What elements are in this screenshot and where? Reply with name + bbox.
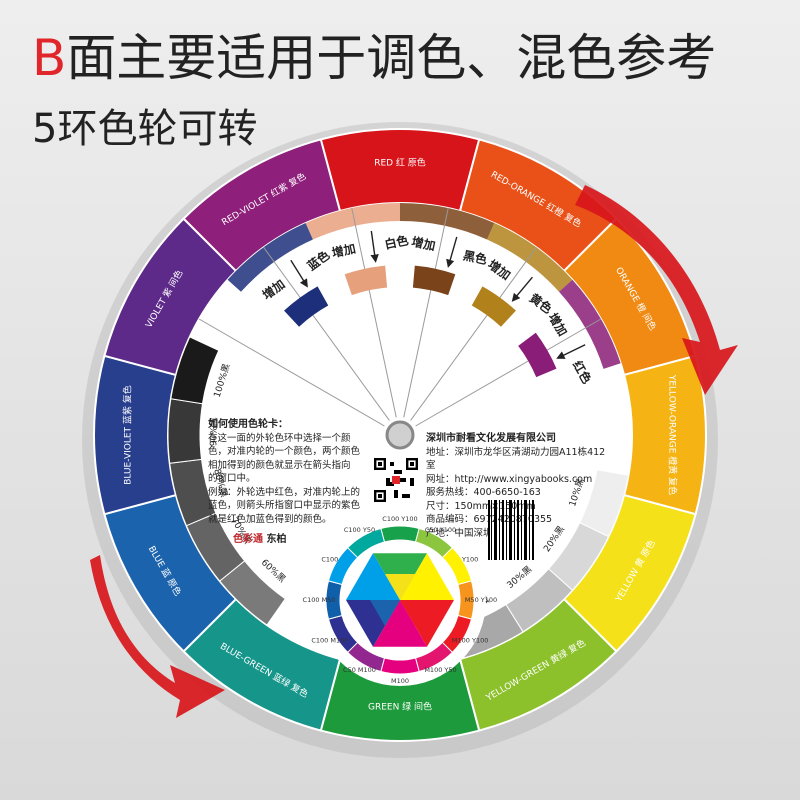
mix-window — [284, 286, 329, 327]
publisher-line: 产地：中国深圳 — [426, 527, 493, 539]
inner-ring-label: C100 — [321, 556, 338, 564]
rotate-arrows — [90, 185, 738, 718]
spoke-line — [415, 318, 602, 427]
spoke-line — [263, 247, 390, 421]
pivot-rivet[interactable] — [385, 420, 415, 450]
window-arrow — [446, 236, 458, 268]
spoke-line — [403, 207, 449, 418]
outer-ring-label: RED 红 原色 — [374, 157, 426, 169]
inner-ring-label: M100 — [391, 677, 409, 685]
window-tint — [227, 223, 313, 292]
inner-ring-label: M100 Y100 — [452, 637, 488, 645]
window-tint — [400, 203, 495, 240]
center-hexagon — [346, 553, 454, 647]
inner-ring-label: Y100 — [461, 556, 478, 564]
gray-scale-label: 90%黑 — [208, 417, 220, 446]
spokes — [198, 207, 602, 427]
outer-ring-segment[interactable] — [622, 354, 707, 516]
subline: 5环色轮可转 — [32, 106, 258, 152]
gray-scale-step — [170, 336, 220, 405]
inner-ring-label: C50 M100 — [343, 666, 376, 674]
mix-window — [471, 286, 516, 327]
publisher-line: 网址：http://www.xingyabooks.com — [426, 473, 593, 485]
instructions-line: 在这一面的外轮色环中选择一个颜 — [208, 432, 351, 444]
inner-ring-label: M50 Y100 — [465, 596, 497, 604]
inner-ring-label: C100 Y50 — [344, 526, 375, 534]
window-arrow — [290, 259, 308, 288]
outer-ring-label: GREEN 绿 间色 — [368, 701, 432, 713]
publisher-line: 服务热线：400-6650-163 — [426, 487, 541, 498]
outer-ring-segment[interactable] — [319, 128, 481, 213]
outer-ring-label: YELLOW-ORANGE 橙黄 复色 — [667, 374, 679, 495]
spoke-line — [410, 247, 537, 421]
publisher-line: 地址：深圳市龙华区清湖动力园A11栋412室 — [426, 446, 606, 472]
inner-ring-segment[interactable] — [346, 527, 386, 559]
inner-ring-label: C50 Y100 — [425, 526, 456, 534]
mix-window — [344, 265, 388, 296]
instructions-line: 的窗口中。 — [208, 473, 256, 484]
outer-ring-segment[interactable] — [93, 354, 178, 516]
inner-ring-segment[interactable] — [380, 657, 420, 675]
hexagon-sector — [400, 553, 454, 600]
instructions-title: 如何使用色轮卡： — [208, 419, 288, 430]
instructions-line: 色，对准内轮的一个颜色，两个颜色 — [208, 446, 361, 457]
window-label: 增加 — [330, 241, 357, 261]
headline-text: 面主要适用于调色、混色参考 — [66, 29, 717, 87]
hexagon-core — [400, 600, 430, 626]
inner-ring-label: C100 M100 — [311, 637, 348, 645]
rotate-arrow-clockwise — [575, 185, 738, 395]
inner-ring-label: M100 Y50 — [424, 666, 456, 674]
qr-code — [374, 458, 418, 502]
window-color-name: 白色 — [383, 232, 410, 252]
rotate-arrow-counter — [90, 555, 225, 718]
mix-window — [412, 265, 456, 296]
instructions-line: 蓝色，则箭头所指窗口中显示的紫色 — [208, 500, 361, 511]
window-tint — [559, 279, 621, 369]
instructions-line: 相加得到的颜色就显示在箭头指向 — [208, 459, 351, 471]
top-color-band — [227, 203, 621, 369]
mix-window — [518, 332, 557, 378]
gray-scale-step — [167, 398, 204, 464]
inner-ring-segment[interactable] — [380, 525, 420, 543]
window-arrow — [370, 230, 379, 263]
mix-windows: 增加蓝色增加白色增加黑色增加黄色增加红色 — [259, 230, 595, 386]
spoke-line — [198, 318, 385, 427]
window-tint — [305, 203, 400, 240]
window-color-name: 黑色 — [462, 247, 489, 267]
outer-ring-label: BLUE-VIOLET 蓝紫 复色 — [122, 385, 134, 485]
headline: B面主要适用于调色、混色参考 — [32, 28, 716, 88]
brand-logos: 色彩通 东柏 — [233, 530, 286, 545]
window-tint — [487, 223, 573, 292]
inner-ring-label: C100 Y100 — [382, 515, 417, 523]
window-arrow — [556, 344, 586, 359]
instructions-line: 例如：外轮选中红色，对准内轮上的 — [208, 486, 361, 498]
hexagon-sector — [346, 553, 400, 600]
window-arrow — [511, 276, 533, 302]
instructions-line: 就是红色加蓝色得到的颜色。 — [208, 513, 332, 525]
hexagon-core — [385, 574, 415, 600]
instructions-block: 如何使用色轮卡： 在这一面的外轮色环中选择一个颜 色，对准内轮的一个颜色，两个颜… — [208, 418, 378, 526]
publisher-line: 尺寸：150mm×150mm — [426, 500, 536, 512]
barcode — [486, 500, 538, 560]
hexagon-sector — [373, 600, 427, 647]
spoke-line — [351, 207, 397, 418]
window-label: 增加 — [410, 234, 437, 254]
publisher-company: 深圳市耐看文化发展有限公司 — [426, 433, 556, 444]
hexagon-core — [370, 600, 400, 626]
headline-prefix: B — [32, 29, 67, 87]
brand-logo-secaitong: 色彩通 — [233, 534, 263, 545]
brand-logo-dongbai: 东柏 — [266, 534, 287, 545]
inner-ring-label: C100 M50 — [303, 596, 336, 604]
